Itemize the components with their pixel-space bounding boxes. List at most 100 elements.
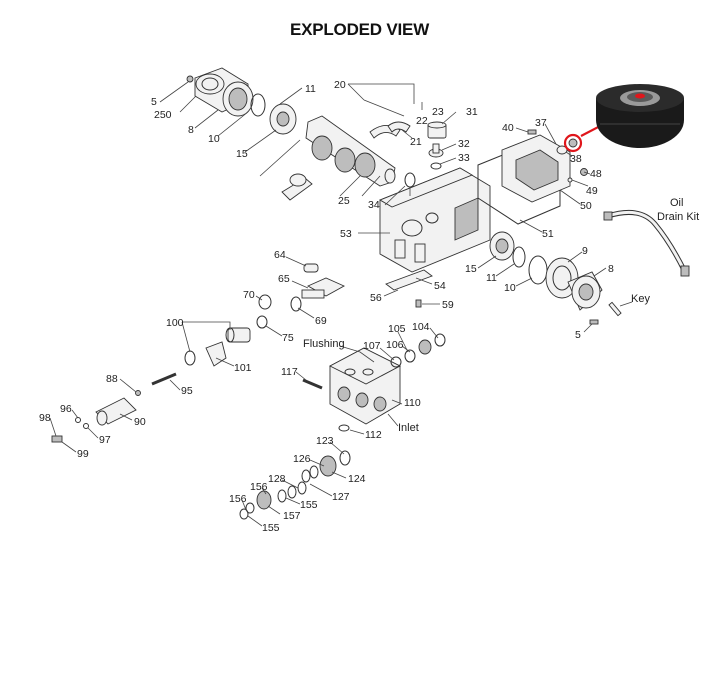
- part-number: 157: [283, 510, 301, 522]
- rear-cover: [501, 134, 571, 203]
- plunger-65: [301, 277, 346, 299]
- part-number: 5: [151, 96, 157, 108]
- part-number: 21: [410, 136, 422, 148]
- part-number: 105: [388, 323, 406, 335]
- bolt-95: [151, 372, 177, 386]
- manifold-110: [329, 347, 401, 425]
- bearing-right: [489, 231, 515, 261]
- seal-ring-right-10: [528, 255, 548, 285]
- part-number: 64: [274, 249, 286, 261]
- screw-5-right: [589, 319, 599, 325]
- oring-69: [290, 296, 302, 312]
- part-number: 53: [340, 228, 352, 240]
- bolt-117: [302, 378, 323, 390]
- drain-kit-label: Drain Kit: [657, 211, 699, 223]
- key-label: Key: [631, 293, 650, 305]
- oring-right-11: [512, 246, 526, 268]
- oil-cap-closeup: [596, 84, 684, 148]
- oring-33: [430, 162, 442, 170]
- key: [608, 301, 622, 317]
- part-number: 56: [370, 292, 382, 304]
- part-number: 156: [250, 481, 268, 493]
- bearing-cover-right: [567, 271, 603, 311]
- part-numbers: 5 250 8 10 11 15 20 23 22 21 31 32 33 34…: [39, 79, 614, 534]
- part-number: 40: [502, 122, 514, 134]
- part-number: 23: [432, 106, 444, 118]
- part-number: 112: [365, 429, 382, 441]
- part-number: 100: [166, 317, 184, 329]
- part-number: 126: [293, 453, 311, 465]
- part-number: 127: [332, 491, 350, 503]
- part-number: 37: [535, 117, 547, 129]
- part-number: 9: [582, 245, 588, 257]
- part-number: 104: [412, 321, 430, 333]
- part-number: 10: [208, 133, 220, 145]
- part-number: 107: [363, 340, 381, 352]
- dipstick-32: [428, 143, 444, 158]
- part-number: 10: [504, 282, 516, 294]
- part-number: 22: [416, 115, 428, 127]
- eyebolt-34: [404, 172, 416, 196]
- plate-56: [385, 269, 433, 291]
- oring-left: [250, 93, 266, 117]
- valve-stack-upper: [301, 450, 351, 483]
- part-number: 59: [442, 299, 454, 311]
- bearing-left: [269, 103, 297, 135]
- oil-label: Oil: [670, 197, 683, 209]
- part-number: 88: [106, 373, 118, 385]
- part-number: 33: [458, 152, 470, 164]
- pin-64: [303, 263, 319, 273]
- part-number: 98: [39, 412, 51, 424]
- connecting-rod: [281, 173, 313, 201]
- part-number: 250: [154, 109, 172, 121]
- part-number: 65: [278, 273, 290, 285]
- part-number: 49: [586, 185, 598, 197]
- part-number: 97: [99, 434, 111, 446]
- part-number: 156: [229, 493, 247, 505]
- part-number: 70: [243, 289, 255, 301]
- part-number: 5: [575, 329, 581, 341]
- part-number: 110: [404, 397, 421, 409]
- cylinder-90: [95, 397, 137, 426]
- part-number: 54: [434, 280, 446, 292]
- part-number: 101: [234, 362, 252, 374]
- part-number: 155: [262, 522, 280, 534]
- part-number: 34: [368, 199, 380, 211]
- sleeve-100: [225, 327, 251, 343]
- seal-ring-left: [222, 81, 254, 117]
- part-number: 15: [465, 263, 477, 275]
- oil-drain-kit: [603, 209, 690, 277]
- part-number: 32: [458, 138, 470, 150]
- leader-lines: [49, 81, 633, 527]
- screw-40: [527, 129, 537, 135]
- part-number: 11: [486, 272, 497, 284]
- inlet-label: Inlet: [398, 422, 419, 434]
- part-number: 38: [570, 153, 582, 165]
- part-number: 95: [181, 385, 193, 397]
- part-number: 155: [300, 499, 318, 511]
- bracket-101: [205, 341, 227, 367]
- part-number: 69: [315, 315, 327, 327]
- washer-100b: [184, 350, 196, 366]
- part-number: 123: [316, 435, 334, 447]
- part-number: 11: [305, 83, 316, 95]
- part-number: 75: [282, 332, 294, 344]
- part-number: 99: [77, 448, 89, 460]
- part-number: 31: [466, 106, 478, 118]
- crankcase: [378, 167, 491, 273]
- part-number: 106: [386, 339, 404, 351]
- screw-49: [567, 177, 573, 183]
- part-number: 48: [590, 168, 602, 180]
- plug-38: [556, 145, 568, 155]
- part-number: 96: [60, 403, 72, 415]
- part-number: 51: [542, 228, 554, 240]
- valve-parts-104-107: [390, 333, 446, 368]
- oil-cap: [427, 121, 447, 139]
- screw-59: [415, 299, 422, 308]
- crankshaft: [305, 115, 396, 187]
- flushing-label: Flushing: [303, 338, 345, 350]
- bearing-shell-21: [369, 121, 411, 139]
- part-number: 128: [268, 473, 286, 485]
- seal-70: [258, 294, 272, 310]
